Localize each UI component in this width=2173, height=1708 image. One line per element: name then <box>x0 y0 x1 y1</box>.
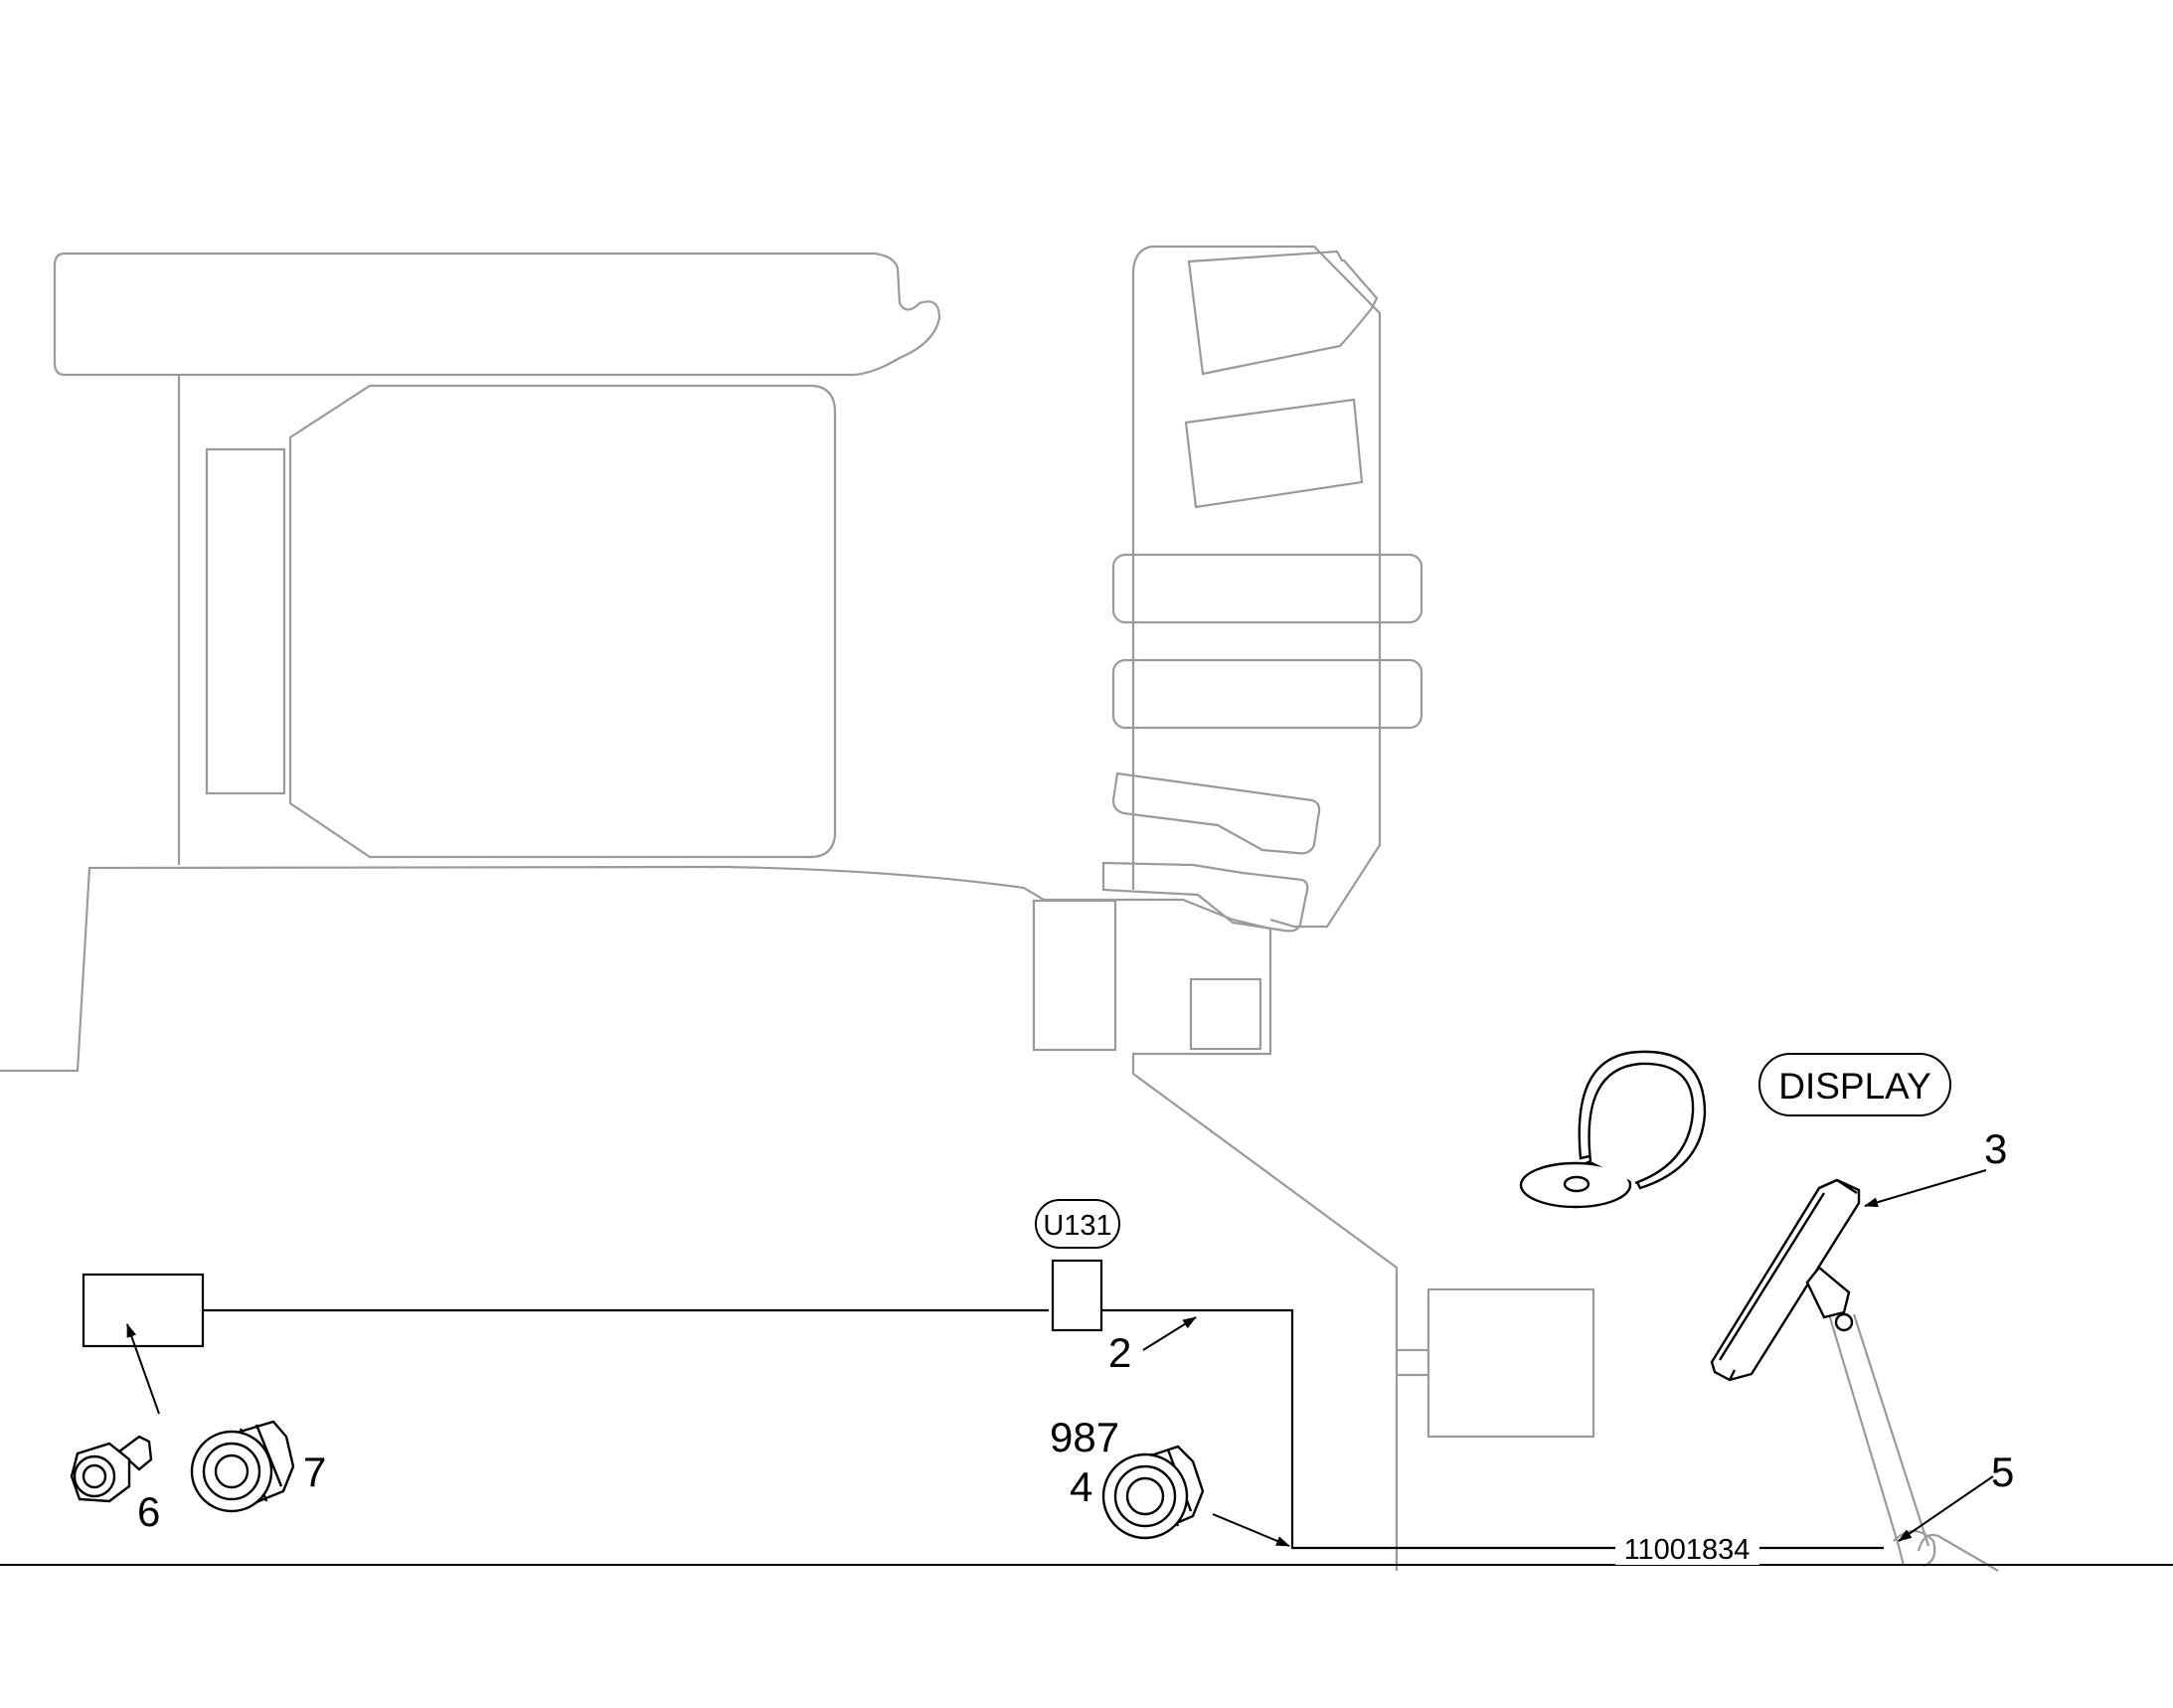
cable-number-mask <box>1615 1529 1759 1565</box>
callout-7: 7 <box>303 1449 326 1495</box>
mount-box <box>1426 1287 1595 1439</box>
u131-tag-box <box>1035 1199 1120 1249</box>
cable-gland-7-icon <box>190 1420 295 1513</box>
wiring <box>204 1308 1884 1550</box>
leader-arrow-2 <box>1142 1316 1197 1351</box>
display-tag-box <box>1758 1053 1951 1116</box>
mast-band-upper <box>1111 553 1423 624</box>
callout-5: 5 <box>1991 1449 2014 1495</box>
mast-plate-upper <box>1187 250 1379 376</box>
leader-lines <box>126 1169 1994 1547</box>
cab-window <box>288 384 837 859</box>
callout-987: 987 <box>1050 1414 1119 1460</box>
junction-box-left <box>1032 899 1117 1052</box>
mast-plate-middle <box>1184 398 1364 509</box>
leader-arrow-4 <box>1212 1513 1290 1547</box>
u131-tag: U131 <box>1043 1210 1111 1242</box>
mast-tab-upper <box>1111 771 1321 855</box>
leader-arrow-6-7 <box>126 1323 160 1415</box>
leader-arrow-3 <box>1864 1169 1987 1208</box>
display-unit-icon <box>1710 1178 1861 1382</box>
callout-2: 2 <box>1108 1329 1131 1376</box>
lower-frame <box>0 865 1272 1073</box>
callout-6: 6 <box>137 1488 160 1535</box>
display-arm <box>1827 1313 1999 1572</box>
connector-box-left <box>82 1273 205 1348</box>
junction-box-right <box>1189 977 1262 1051</box>
p-clip-icon <box>1519 1050 1707 1209</box>
machine-structure <box>0 245 1999 1572</box>
cable-gland-4-icon <box>1101 1445 1205 1540</box>
module-u131-box <box>1051 1259 1103 1332</box>
cable-number: 11001834 <box>1624 1534 1751 1566</box>
diagonal-housing <box>1131 1057 1399 1571</box>
mast-band-lower <box>1111 658 1423 730</box>
leader-arrow-5 <box>1898 1475 1994 1542</box>
callout-3: 3 <box>1984 1125 2007 1172</box>
side-panel <box>205 447 286 795</box>
cable-main <box>204 1308 1884 1550</box>
display-tag: DISPLAY <box>1778 1066 1931 1107</box>
hex-nut-6-icon <box>70 1435 153 1503</box>
top-beam <box>53 252 941 377</box>
callout-4: 4 <box>1070 1463 1092 1510</box>
vertical-mast <box>1131 245 1382 929</box>
mast-tab-lower <box>1101 861 1309 933</box>
mount-stub <box>1397 1348 1428 1377</box>
